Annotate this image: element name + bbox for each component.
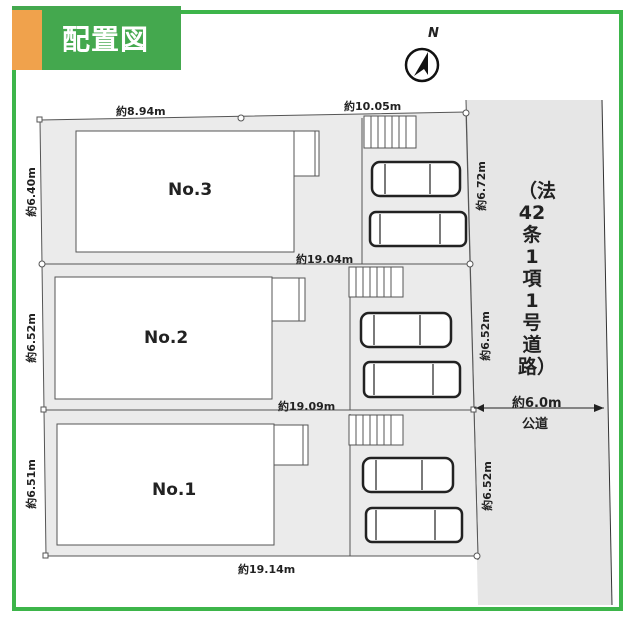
lot-2-frontage: 約6.52m [478,311,492,361]
lot-3-depth: 約6.40m [24,167,38,217]
diagram-frame [12,10,623,611]
road-area [466,100,612,605]
road-type: 公道 [522,417,549,432]
lot-2-length: 約19.09m [278,400,336,413]
lot-2-depth: 約6.52m [24,313,38,363]
lot-3-length: 約19.04m [296,253,354,266]
lot-2-label: No.2 [144,328,189,348]
lot-1-depth: 約6.51m [24,459,38,509]
car-icon [370,160,462,198]
car-icon [368,210,468,248]
road-width: 約6.0m [512,396,562,411]
lot-3-label: No.3 [168,180,213,200]
compass-north-label: N [428,26,439,41]
lot-3-frontage: 約6.72m [474,161,488,211]
lot-1-frontage: 約6.52m [480,461,494,511]
road-classification: （法42条1項1号道路） [518,180,557,378]
car-icon [359,311,453,349]
car-icon [362,360,462,399]
car-icon [364,506,464,544]
page-title: 配置図 [62,23,150,56]
top-dimension-right: 約10.05m [344,100,402,113]
top-dimension-left: 約8.94m [116,105,166,118]
compass-icon [404,47,440,83]
title-accent-bar [12,10,42,70]
car-icon [361,456,455,494]
lot-1-length: 約19.14m [238,563,296,576]
lot-1-label: No.1 [152,480,197,500]
